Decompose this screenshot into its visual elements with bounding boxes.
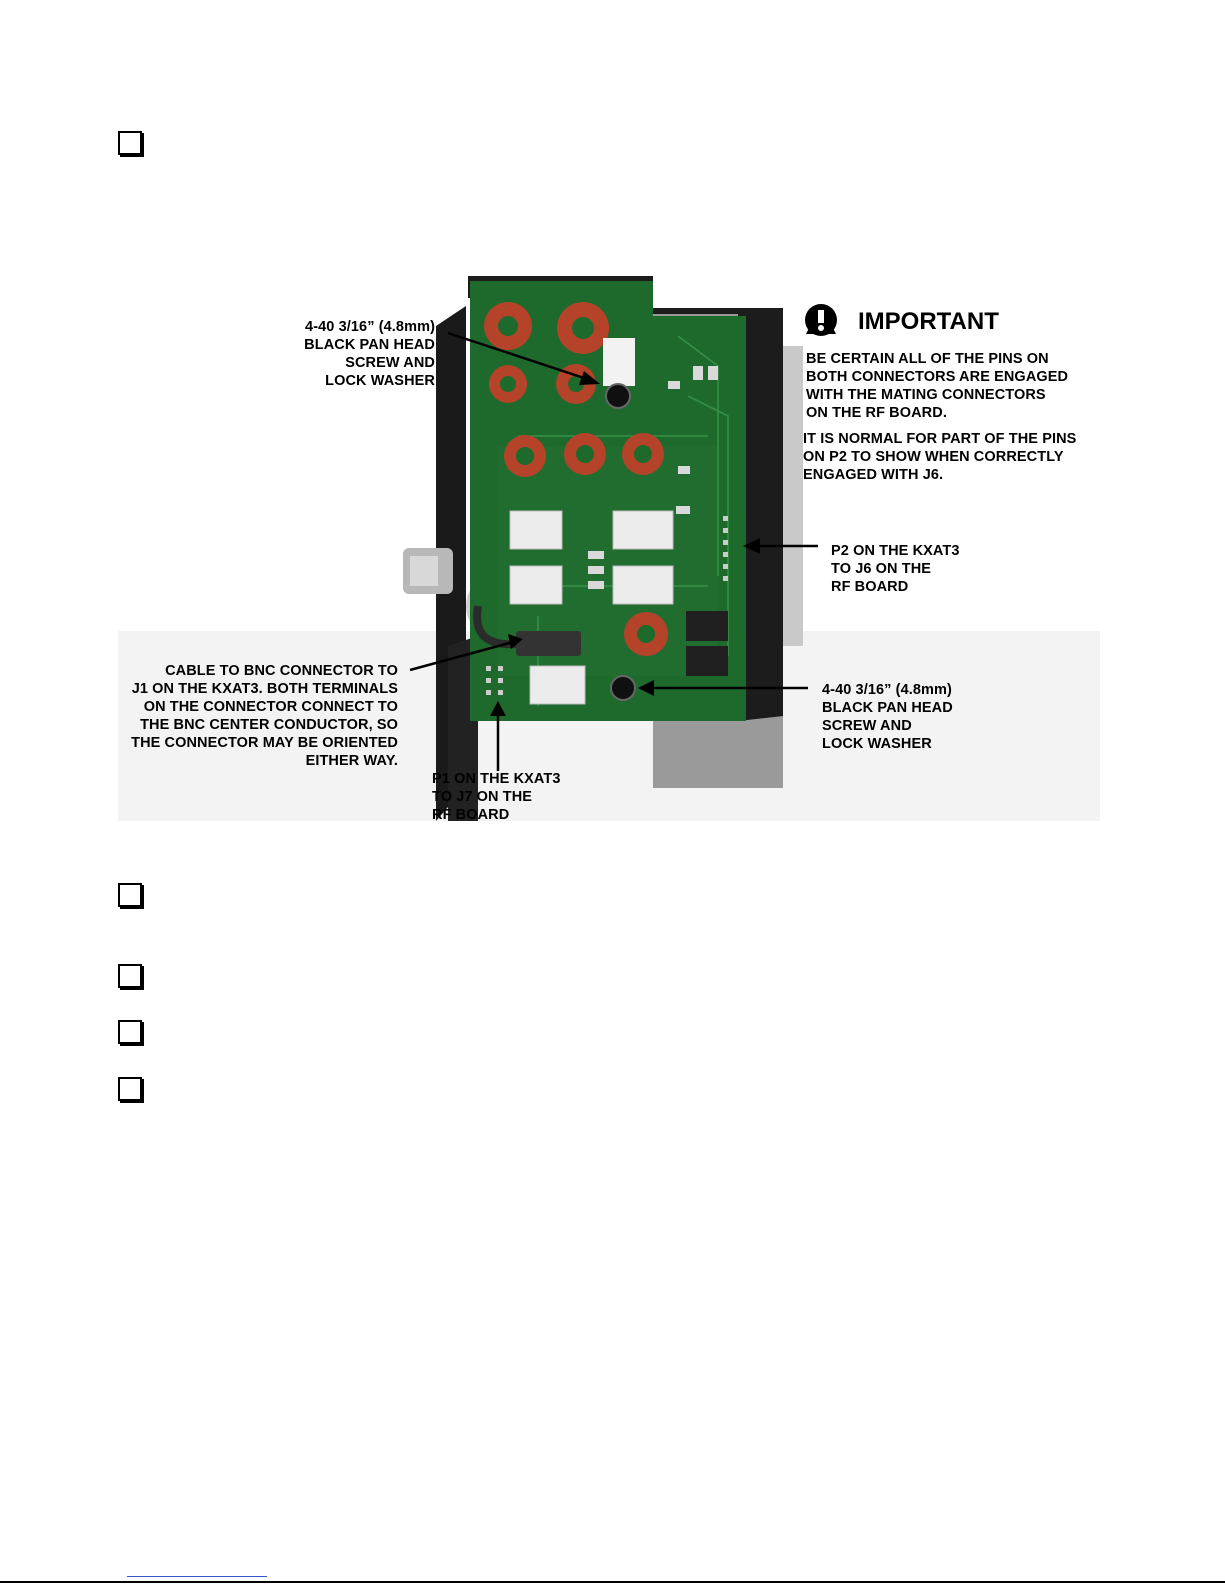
kxat3-board-photo bbox=[118, 276, 1100, 821]
step-checkbox-2[interactable] bbox=[118, 883, 142, 907]
callout-leaders bbox=[409, 331, 818, 771]
important-text-1: BE CERTAIN ALL OF THE PINS ON BOTH CONNE… bbox=[806, 351, 1069, 421]
callout-cable: CABLE TO BNC CONNECTOR TO J1 ON THE KXAT… bbox=[131, 663, 398, 769]
warning-icon bbox=[805, 304, 837, 336]
callout-screw-bottom: 4-40 3/16” (4.8mm) BLACK PAN HEAD SCREW … bbox=[822, 682, 953, 752]
kxat3-installation-figure bbox=[118, 276, 1100, 821]
step-checkbox-1[interactable] bbox=[118, 131, 142, 155]
step-checkbox-3[interactable] bbox=[118, 964, 142, 988]
step-checkbox-5[interactable] bbox=[118, 1077, 142, 1101]
important-heading: IMPORTANT bbox=[808, 304, 999, 340]
callout-p1: P1 ON THE KXAT3 TO J7 ON THE RF BOARD bbox=[432, 771, 561, 820]
callout-p2: P2 ON THE KXAT3 TO J6 ON THE RF BOARD bbox=[831, 543, 960, 595]
footer-rule bbox=[0, 1581, 1225, 1583]
important-text-2: IT IS NORMAL FOR PART OF THE PINS ON P2 … bbox=[803, 431, 1077, 483]
callout-screw-top: 4-40 3/16” (4.8mm) BLACK PAN HEAD SCREW … bbox=[304, 319, 435, 389]
step-checkbox-4[interactable] bbox=[118, 1020, 142, 1044]
toroid-inductors bbox=[484, 302, 668, 656]
footer-link-underline bbox=[127, 1576, 267, 1577]
important-title: IMPORTANT bbox=[858, 308, 999, 335]
